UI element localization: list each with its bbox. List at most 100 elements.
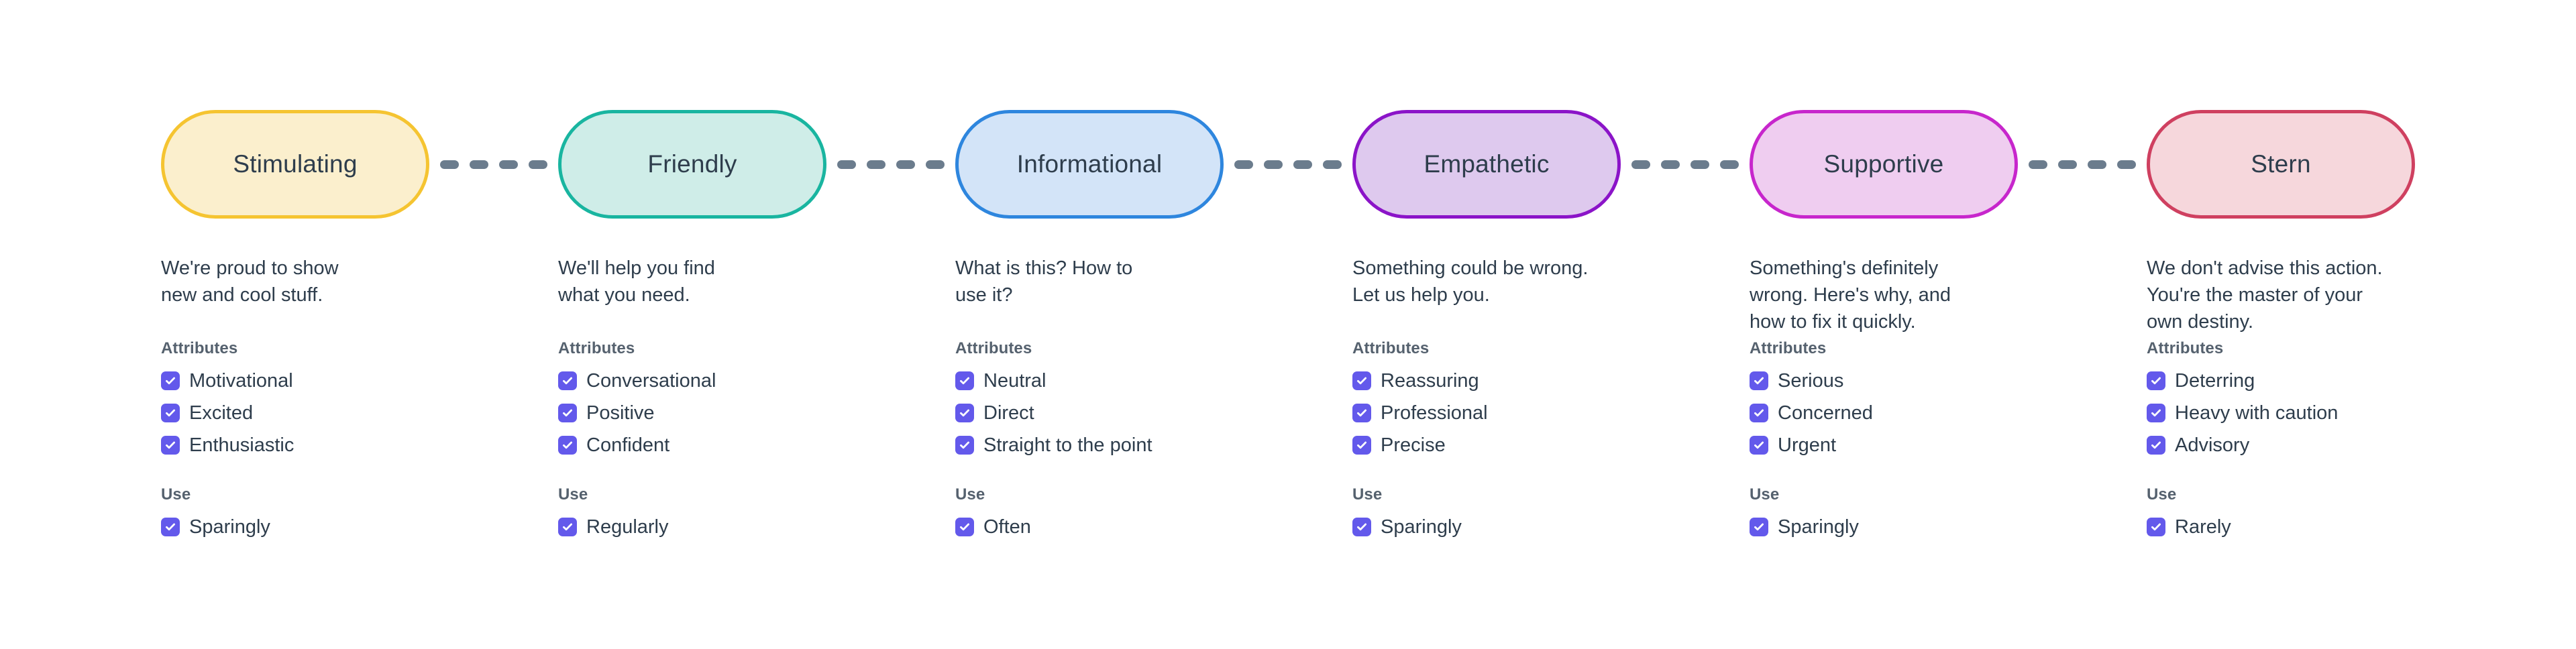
checkbox-label: Concerned bbox=[1778, 402, 1873, 424]
check-icon[interactable] bbox=[1750, 436, 1768, 455]
use-group-title: Use bbox=[955, 485, 985, 504]
check-icon[interactable] bbox=[161, 371, 180, 390]
check-icon[interactable] bbox=[161, 436, 180, 455]
tone-column-stimulating: We're proud to show new and cool stuff.A… bbox=[161, 255, 429, 543]
check-icon[interactable] bbox=[558, 518, 577, 536]
checkbox-row[interactable]: Regularly bbox=[558, 511, 826, 543]
tone-pill-stimulating[interactable]: Stimulating bbox=[161, 110, 429, 219]
checkbox-label: Sparingly bbox=[189, 516, 270, 538]
check-icon[interactable] bbox=[1352, 436, 1371, 455]
checkbox-label: Sparingly bbox=[1381, 516, 1462, 538]
checkbox-row[interactable]: Deterring bbox=[2147, 365, 2415, 397]
checkbox-row[interactable]: Advisory bbox=[2147, 429, 2415, 461]
tone-pill-informational[interactable]: Informational bbox=[955, 110, 1224, 219]
check-icon[interactable] bbox=[955, 518, 974, 536]
tone-pill-supportive[interactable]: Supportive bbox=[1750, 110, 2018, 219]
checkbox-row[interactable]: Excited bbox=[161, 397, 429, 429]
checkbox-row[interactable]: Sparingly bbox=[161, 511, 429, 543]
checkbox-row[interactable]: Often bbox=[955, 511, 1224, 543]
checkbox-row[interactable]: Direct bbox=[955, 397, 1224, 429]
checkbox-label: Positive bbox=[586, 402, 655, 424]
tone-pill-stern[interactable]: Stern bbox=[2147, 110, 2415, 219]
check-icon[interactable] bbox=[2147, 404, 2165, 422]
use-group-title: Use bbox=[2147, 485, 2177, 504]
check-icon[interactable] bbox=[558, 371, 577, 390]
checkbox-label: Sparingly bbox=[1778, 516, 1859, 538]
check-icon[interactable] bbox=[955, 436, 974, 455]
check-icon[interactable] bbox=[161, 518, 180, 536]
connector-dash bbox=[1690, 160, 1709, 169]
tone-column-empathetic: Something could be wrong. Let us help yo… bbox=[1352, 255, 1621, 543]
attributes-group-title: Attributes bbox=[1750, 339, 1827, 357]
checkbox-row[interactable]: Reassuring bbox=[1352, 365, 1621, 397]
checkbox-row[interactable]: Sparingly bbox=[1352, 511, 1621, 543]
attributes-group-title: Attributes bbox=[161, 339, 238, 357]
tone-pill-label: Informational bbox=[1016, 150, 1163, 178]
checkbox-row[interactable]: Concerned bbox=[1750, 397, 2018, 429]
checkbox-row[interactable]: Conversational bbox=[558, 365, 826, 397]
check-icon[interactable] bbox=[161, 404, 180, 422]
check-icon[interactable] bbox=[955, 371, 974, 390]
checkbox-row[interactable]: Straight to the point bbox=[955, 429, 1224, 461]
tone-description: Something's definitely wrong. Here's why… bbox=[1750, 257, 1951, 333]
checkbox-row[interactable]: Sparingly bbox=[1750, 511, 2018, 543]
check-icon[interactable] bbox=[2147, 518, 2165, 536]
check-icon[interactable] bbox=[1750, 404, 1768, 422]
use-group-title: Use bbox=[1352, 485, 1383, 504]
tone-description: What is this? How to use it? bbox=[955, 257, 1133, 306]
check-icon[interactable] bbox=[955, 404, 974, 422]
check-icon[interactable] bbox=[2147, 371, 2165, 390]
use-group-title: Use bbox=[161, 485, 191, 504]
checkbox-label: Straight to the point bbox=[983, 434, 1152, 456]
dashed-line-icon bbox=[2018, 160, 2147, 169]
checkbox-label: Enthusiastic bbox=[189, 434, 294, 456]
check-icon[interactable] bbox=[1352, 518, 1371, 536]
check-icon[interactable] bbox=[558, 404, 577, 422]
check-icon[interactable] bbox=[1750, 371, 1768, 390]
checkbox-row[interactable]: Confident bbox=[558, 429, 826, 461]
dashed-line-icon bbox=[429, 160, 558, 169]
attributes-group-title: Attributes bbox=[558, 339, 635, 357]
connector-dash bbox=[1720, 160, 1739, 169]
check-icon[interactable] bbox=[1352, 371, 1371, 390]
connector-dash bbox=[1661, 160, 1680, 169]
check-icon[interactable] bbox=[558, 436, 577, 455]
connector-dash bbox=[2088, 160, 2106, 169]
checkbox-row[interactable]: Precise bbox=[1352, 429, 1621, 461]
checkbox-row[interactable]: Professional bbox=[1352, 397, 1621, 429]
connector-dash bbox=[867, 160, 885, 169]
checkbox-row[interactable]: Urgent bbox=[1750, 429, 2018, 461]
tone-pill-label: Stimulating bbox=[233, 150, 358, 178]
checkbox-label: Confident bbox=[586, 434, 670, 456]
tone-pill-friendly[interactable]: Friendly bbox=[558, 110, 826, 219]
checkbox-row[interactable]: Motivational bbox=[161, 365, 429, 397]
tone-pill-empathetic[interactable]: Empathetic bbox=[1352, 110, 1621, 219]
checkbox-label: Neutral bbox=[983, 370, 1046, 392]
checkbox-label: Professional bbox=[1381, 402, 1488, 424]
tone-description: We don't advise this action. You're the … bbox=[2147, 257, 2383, 333]
checkbox-row[interactable]: Neutral bbox=[955, 365, 1224, 397]
checkbox-row[interactable]: Positive bbox=[558, 397, 826, 429]
check-icon[interactable] bbox=[1352, 404, 1371, 422]
dashed-line-icon bbox=[1224, 160, 1352, 169]
checkbox-label: Excited bbox=[189, 402, 254, 424]
checkbox-row[interactable]: Serious bbox=[1750, 365, 2018, 397]
connector-dash bbox=[1323, 160, 1342, 169]
checkbox-row[interactable]: Heavy with caution bbox=[2147, 397, 2415, 429]
checkbox-row[interactable]: Rarely bbox=[2147, 511, 2415, 543]
connector-dash bbox=[926, 160, 945, 169]
tone-column-supportive: Something's definitely wrong. Here's why… bbox=[1750, 255, 2018, 543]
check-icon[interactable] bbox=[2147, 436, 2165, 455]
tone-description: Something could be wrong. Let us help yo… bbox=[1352, 257, 1589, 306]
check-icon[interactable] bbox=[1750, 518, 1768, 536]
checkbox-row[interactable]: Enthusiastic bbox=[161, 429, 429, 461]
tone-column-friendly: We'll help you find what you need.Attrib… bbox=[558, 255, 826, 543]
